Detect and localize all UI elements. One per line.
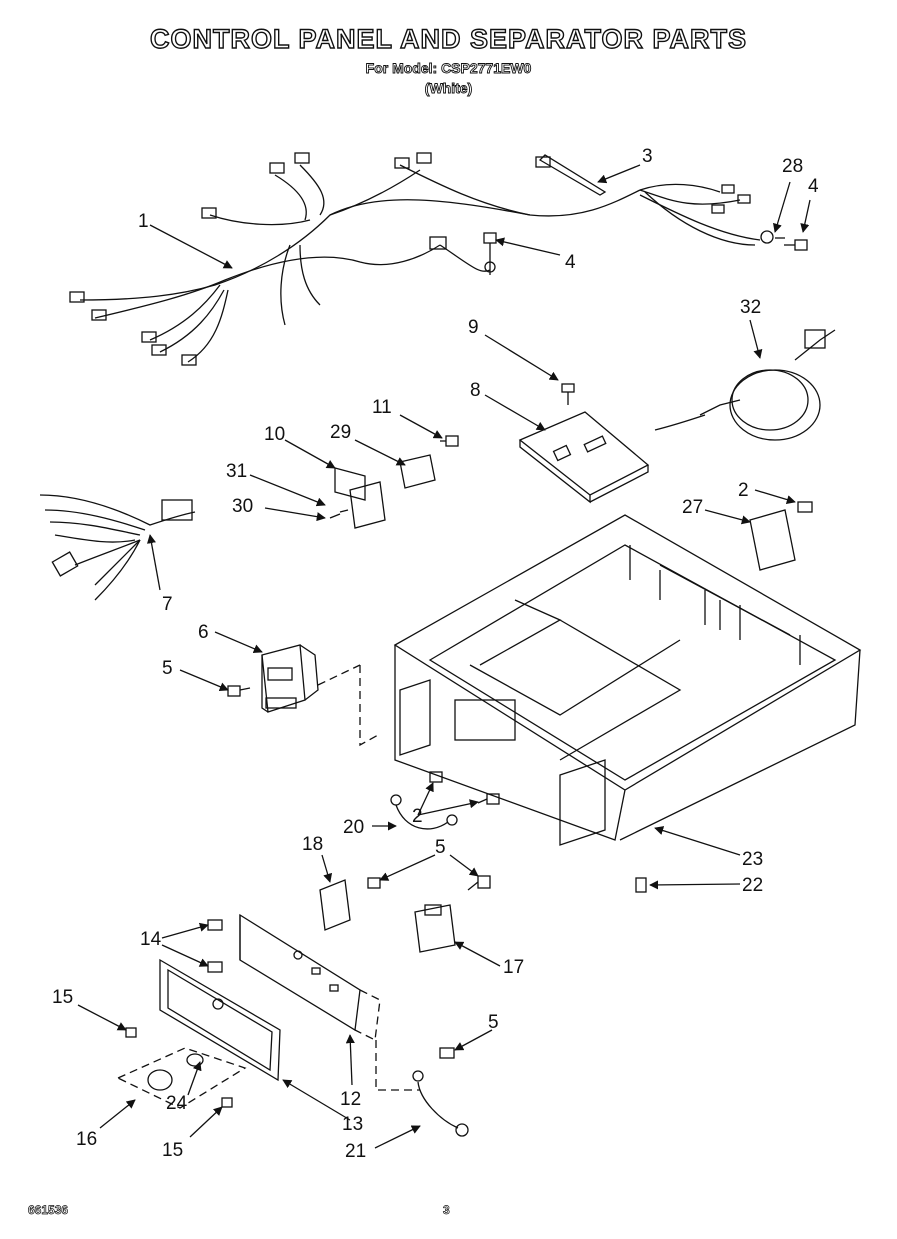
callout-23: 23	[742, 849, 763, 870]
callout-20: 20	[343, 817, 364, 838]
screw-9	[561, 383, 575, 405]
clip-14-upper	[207, 919, 223, 931]
callout-16: 16	[76, 1129, 97, 1150]
control-board	[518, 411, 650, 504]
callout-2-upper: 2	[738, 480, 749, 501]
panel-plate-12	[239, 913, 420, 1091]
clip-18	[319, 877, 381, 931]
clip-15-upper	[125, 1027, 137, 1038]
callout-10: 10	[264, 424, 285, 445]
screw-4-right	[784, 239, 808, 251]
leader-lines	[77, 164, 811, 1149]
callout-21: 21	[345, 1141, 366, 1162]
callout-29: 29	[330, 422, 351, 443]
screw-11	[440, 435, 459, 447]
relay-bracket	[329, 454, 436, 529]
callout-4-right: 4	[808, 176, 819, 197]
callout-5-mid: 5	[435, 837, 446, 858]
bracket-6	[261, 644, 379, 747]
callout-15-lower: 15	[162, 1140, 183, 1161]
callout-11: 11	[372, 397, 392, 418]
front-panel-13	[159, 958, 281, 1082]
callout-7: 7	[162, 594, 173, 615]
secondary-harness	[39, 494, 196, 601]
cable-tie	[535, 154, 607, 196]
callout-22: 22	[742, 875, 763, 896]
screw-2-upper	[797, 501, 813, 513]
power-cord	[654, 329, 836, 441]
callout-6: 6	[198, 622, 209, 643]
callout-2-lower: 2	[412, 806, 423, 827]
callout-15-upper: 15	[52, 987, 73, 1008]
clip-14-lower	[207, 961, 223, 973]
doc-number: 661536	[28, 1203, 69, 1218]
screw-4-upper	[483, 232, 497, 275]
screw-5-left	[227, 685, 251, 697]
callout-14: 14	[140, 929, 162, 950]
screw-5-mid	[467, 875, 491, 891]
callout-27: 27	[682, 497, 703, 518]
callout-12: 12	[340, 1089, 361, 1110]
color-line: (White)	[424, 80, 473, 97]
bracket-27	[749, 509, 796, 571]
callout-5-left: 5	[162, 658, 173, 679]
page-title: CONTROL PANEL AND SEPARATOR PARTS	[149, 23, 748, 54]
ground-clip	[760, 230, 785, 244]
callout-17: 17	[503, 957, 524, 978]
ground-strap	[390, 771, 500, 830]
ground-wire-21	[412, 1047, 469, 1137]
screw-22	[635, 877, 647, 893]
callout-32: 32	[740, 297, 761, 318]
callout-30: 30	[232, 496, 253, 517]
callout-13: 13	[342, 1114, 363, 1135]
callout-1: 1	[138, 211, 149, 232]
switch-17	[414, 904, 456, 953]
callout-9: 9	[468, 317, 479, 338]
model-line: For Model: CSP2771EW0	[365, 60, 532, 77]
clip-15-lower	[221, 1097, 233, 1108]
callout-5-lower: 5	[488, 1012, 499, 1033]
callout-8: 8	[470, 380, 481, 401]
callout-18: 18	[302, 834, 323, 855]
callout-4-upper: 4	[565, 252, 576, 273]
callout-3: 3	[642, 146, 653, 167]
callout-28: 28	[782, 156, 803, 177]
page-number: 3	[443, 1203, 450, 1218]
callout-31: 31	[226, 461, 247, 482]
separator-frame	[393, 514, 862, 846]
wire-harness	[69, 152, 761, 366]
callout-24: 24	[166, 1093, 188, 1114]
